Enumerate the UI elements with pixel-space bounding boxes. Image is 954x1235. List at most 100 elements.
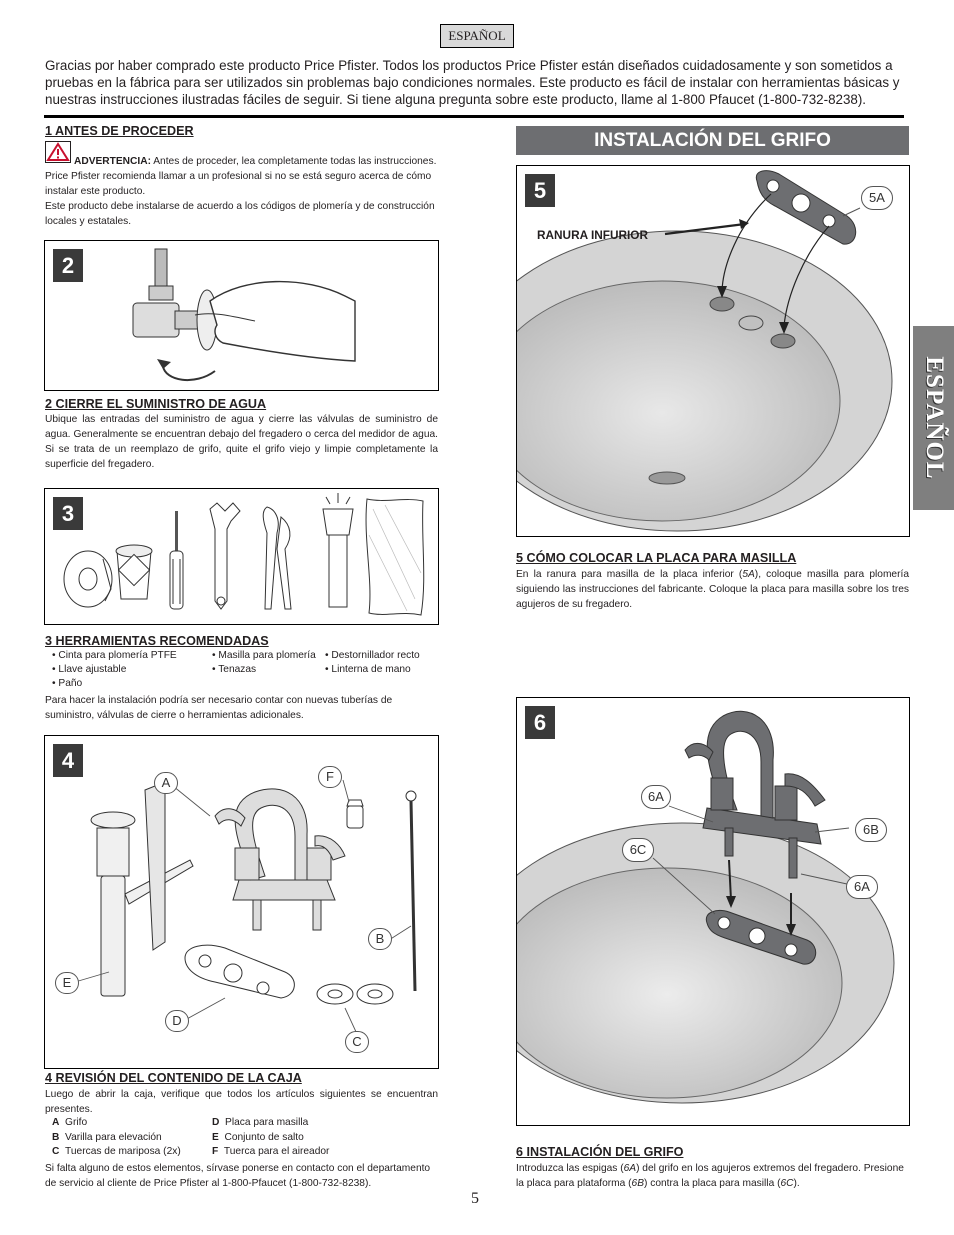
pliers-icon (262, 506, 292, 610)
section6-ref: 6A (623, 1163, 637, 1174)
language-side-tab: ESPAÑOL (913, 326, 954, 510)
box-item-letter: E (212, 1132, 219, 1143)
callout-6a-top: 6A (641, 785, 671, 809)
warning-label: ADVERTENCIA: (74, 156, 151, 167)
box-item: D Placa para masilla (212, 1117, 308, 1128)
figure-3-number: 3 (53, 497, 83, 530)
tool-item: • Llave ajustable (52, 664, 127, 675)
box-item: E Conjunto de salto (212, 1132, 304, 1143)
language-label: ESPAÑOL (440, 24, 514, 48)
figure-4-box-contents: 4 (44, 735, 439, 1069)
putty-plate-5a-icon (755, 170, 857, 245)
figure-3-tools: 3 (44, 488, 439, 625)
callout-leaders (652, 805, 850, 915)
section6-title: 6 INSTALACIÓN DEL GRIFO (516, 1145, 684, 1159)
box-item: C Tuercas de mariposa (2x) (52, 1146, 181, 1157)
figure-2-shutoff-valve: 2 (44, 240, 439, 391)
shutoff-valve-illustration (132, 248, 356, 382)
callout-leaders (74, 779, 412, 1035)
box-item-letter: D (212, 1117, 220, 1128)
warning-icon (45, 141, 71, 163)
cloth-icon (365, 498, 425, 616)
section6-ref: 6C (780, 1178, 794, 1189)
callout-e: E (55, 972, 79, 994)
section6-text: ) contra la placa para masilla ( (644, 1178, 781, 1189)
callout-6c: 6C (622, 838, 654, 862)
box-item-letter: B (52, 1132, 60, 1143)
box-item-text: Conjunto de salto (224, 1132, 304, 1143)
callout-f: F (318, 766, 342, 788)
faucet-install-illustration (517, 710, 895, 1104)
box-item: B Varilla para elevación (52, 1132, 162, 1143)
screwdriver-icon (169, 511, 184, 610)
aerator-nut-icon (346, 799, 364, 829)
faucet-icon (214, 788, 346, 931)
callout-d: D (165, 1010, 189, 1032)
section2-body: Ubique las entradas del suministro de ag… (45, 414, 438, 470)
pop-up-drain-icon (90, 781, 194, 997)
box-item-text: Tuerca para el aireador (223, 1146, 330, 1157)
section6-ref: 6B (631, 1178, 644, 1189)
callout-5a: 5A (861, 186, 893, 210)
section6-text: ). (793, 1178, 800, 1189)
box-item-text: Varilla para elevación (65, 1132, 162, 1143)
lift-rod-icon (405, 790, 417, 992)
tool-item: • Tenazas (212, 664, 257, 675)
section4-footer: Si falta alguno de estos elementos, sírv… (45, 1163, 431, 1189)
box-item-text: Placa para masilla (225, 1117, 309, 1128)
codes-text: Este producto debe instalarse de acuerdo… (45, 201, 435, 227)
header-divider (44, 115, 904, 118)
section4-title: 4 REVISIÓN DEL CONTENIDO DE LA CAJA (45, 1071, 302, 1085)
wing-nuts-icon (316, 983, 394, 1005)
section5-title: 5 CÓMO COLOCAR LA PLACA PARA MASILLA (516, 551, 797, 565)
box-contents-illustration (74, 779, 417, 1035)
section6-body: Introduzca las espigas (6A) del grifo en… (516, 1161, 912, 1191)
callout-6a-bottom: 6A (846, 875, 878, 899)
tool-item: • Masilla para plomería (212, 650, 316, 661)
section6-text: ) del grifo en los agujeros extremos del… (516, 1163, 904, 1189)
putty-jar-icon (115, 544, 153, 600)
figure-4-number: 4 (53, 744, 83, 777)
section5-text: En la ranura para masilla de la placa in… (516, 569, 743, 580)
box-item: A Grifo (52, 1117, 87, 1128)
sink-putty-plate-illustration (517, 170, 893, 532)
callout-6b: 6B (855, 818, 887, 842)
warning-body: Antes de proceder, lea completamente tod… (45, 156, 437, 197)
figure-6-number: 6 (525, 706, 555, 739)
ptfe-tape-icon (63, 550, 113, 608)
figure-2-number: 2 (53, 249, 83, 282)
flashlight-icon (322, 493, 354, 608)
section5-body: En la ranura para masilla de la placa in… (516, 567, 909, 612)
tool-item: • Cinta para plomería PTFE (52, 650, 177, 661)
tool-item: • Linterna de mano (325, 664, 411, 675)
tool-item: • Paño (52, 678, 83, 689)
section1-title: 1 ANTES DE PROCEDER (45, 124, 194, 138)
page-number: 5 (471, 1190, 479, 1207)
adjustable-wrench-icon (209, 502, 241, 610)
section2-title: 2 CIERRE EL SUMINISTRO DE AGUA (45, 397, 267, 411)
tools-illustration (63, 493, 425, 616)
lower-groove-label: RANURA INFURIOR (537, 228, 648, 242)
callout-b: B (368, 928, 392, 950)
box-item-letter: A (52, 1117, 60, 1128)
section3-title: 3 HERRAMIENTAS RECOMENDADAS (45, 634, 269, 648)
box-item-text: Tuercas de mariposa (2x) (65, 1146, 181, 1157)
tool-item: • Destornillador recto (325, 650, 420, 661)
side-tab-label: ESPAÑOL (920, 356, 948, 480)
putty-plate-6c-icon (705, 909, 817, 965)
figure-5-number: 5 (525, 174, 555, 207)
box-item-letter: C (52, 1146, 60, 1157)
section5-text: ), coloque masilla para plomería siguien… (516, 569, 909, 610)
callout-a: A (154, 772, 178, 794)
figure-6-faucet-install: 6 6A 6B 6C 6A (516, 697, 910, 1126)
section6-text: Introduzca las espigas ( (516, 1163, 624, 1174)
section4-intro: Luego de abrir la caja, verifique que to… (45, 1089, 438, 1115)
figure-5-putty-plate: 5 5A RANURA INFURIOR (516, 165, 910, 537)
box-item-text: Grifo (65, 1117, 88, 1128)
box-item: F Tuerca para el aireador (212, 1146, 329, 1157)
box-item-letter: F (212, 1146, 219, 1157)
section3-note: Para hacer la instalación podría ser nec… (45, 695, 393, 721)
section5-ref: 5A (742, 569, 755, 580)
callout-c: C (345, 1031, 369, 1053)
warning-text: ADVERTENCIA: Antes de proceder, lea comp… (45, 154, 438, 199)
